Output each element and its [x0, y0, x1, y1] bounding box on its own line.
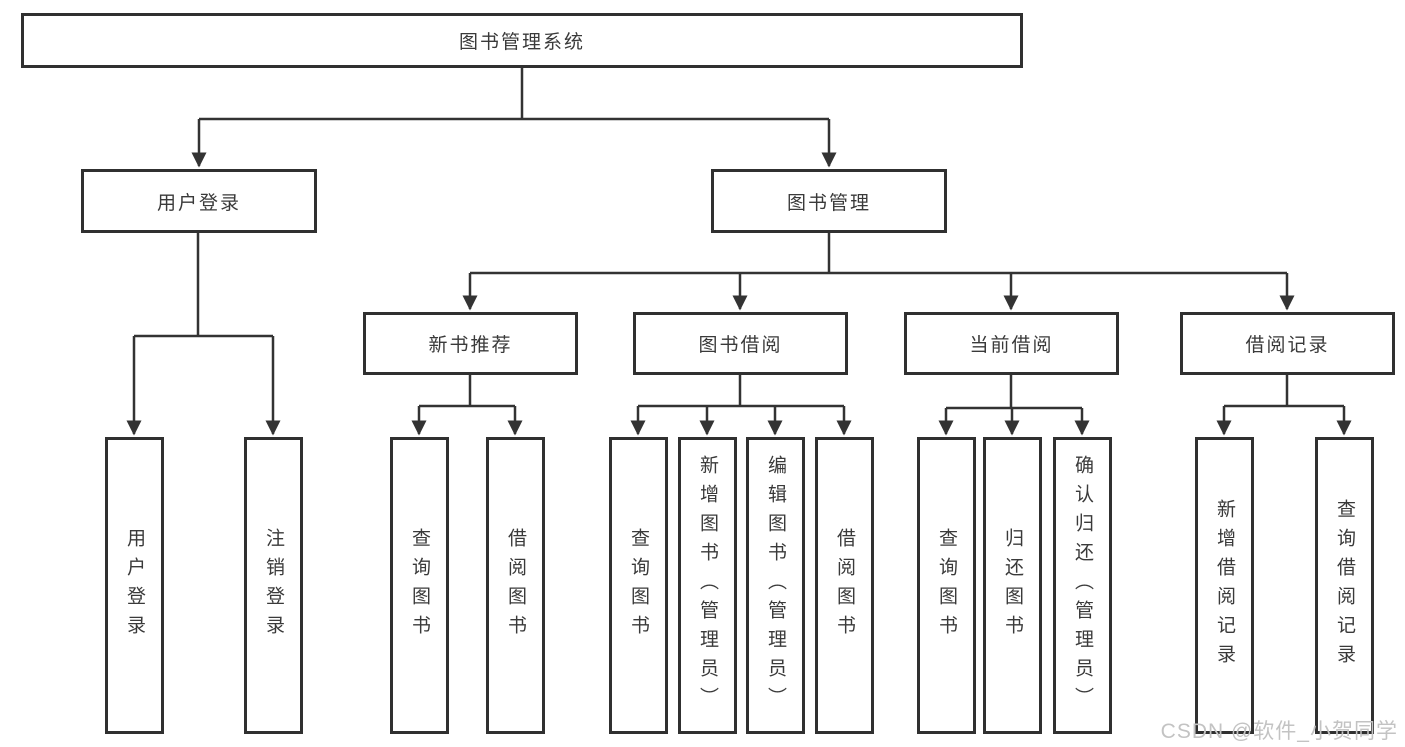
- node-label: 新增借阅记录: [1214, 498, 1235, 673]
- node-label: 查询图书: [409, 527, 430, 644]
- leaf-query-books-borrowing: 查询图书: [609, 437, 668, 734]
- node-label: 查询图书: [936, 527, 957, 644]
- leaf-query-books-recommend: 查询图书: [390, 437, 449, 734]
- node-book-management: 图书管理: [711, 169, 947, 233]
- leaf-add-books-admin: 新增图书（管理员）: [678, 437, 737, 734]
- leaf-add-borrow-record: 新增借阅记录: [1195, 437, 1254, 734]
- node-label: 查询图书: [628, 527, 649, 644]
- node-label: 图书借阅: [698, 335, 783, 356]
- leaf-query-borrow-record: 查询借阅记录: [1315, 437, 1374, 734]
- node-label: 新书推荐: [428, 335, 513, 356]
- node-label: 注销登录: [263, 527, 284, 644]
- node-current-borrowing: 当前借阅: [904, 312, 1119, 375]
- node-user-login: 用户登录: [81, 169, 317, 233]
- node-label: 查询借阅记录: [1334, 498, 1355, 673]
- leaf-query-books-current: 查询图书: [917, 437, 976, 734]
- node-label: 当前借阅: [969, 335, 1054, 356]
- leaf-user-login: 用户登录: [105, 437, 164, 734]
- node-label: 编辑图书（管理员）: [765, 455, 786, 716]
- node-label: 借阅记录: [1245, 335, 1330, 356]
- node-library-management-system: 图书管理系统: [21, 13, 1023, 68]
- node-label: 归还图书: [1002, 527, 1023, 644]
- leaf-confirm-return-admin: 确认归还（管理员）: [1053, 437, 1112, 734]
- node-label: 图书管理系统: [458, 32, 585, 53]
- node-book-borrowing: 图书借阅: [633, 312, 848, 375]
- node-new-book-recommendation: 新书推荐: [363, 312, 578, 375]
- node-label: 确认归还（管理员）: [1072, 455, 1093, 716]
- leaf-borrow-books-borrowing: 借阅图书: [815, 437, 874, 734]
- node-label: 用户登录: [156, 192, 241, 214]
- leaf-logout: 注销登录: [244, 437, 303, 734]
- node-label: 新增图书（管理员）: [697, 455, 718, 716]
- node-label: 用户登录: [124, 527, 145, 644]
- leaf-return-books: 归还图书: [983, 437, 1042, 734]
- node-borrowing-records: 借阅记录: [1180, 312, 1395, 375]
- csdn-watermark: CSDN @软件_小贺同学: [1160, 720, 1398, 743]
- node-label: 借阅图书: [505, 527, 526, 644]
- leaf-edit-books-admin: 编辑图书（管理员）: [746, 437, 805, 734]
- node-label: 图书管理: [786, 192, 871, 214]
- leaf-borrow-books-recommend: 借阅图书: [486, 437, 545, 734]
- node-label: 借阅图书: [834, 527, 855, 644]
